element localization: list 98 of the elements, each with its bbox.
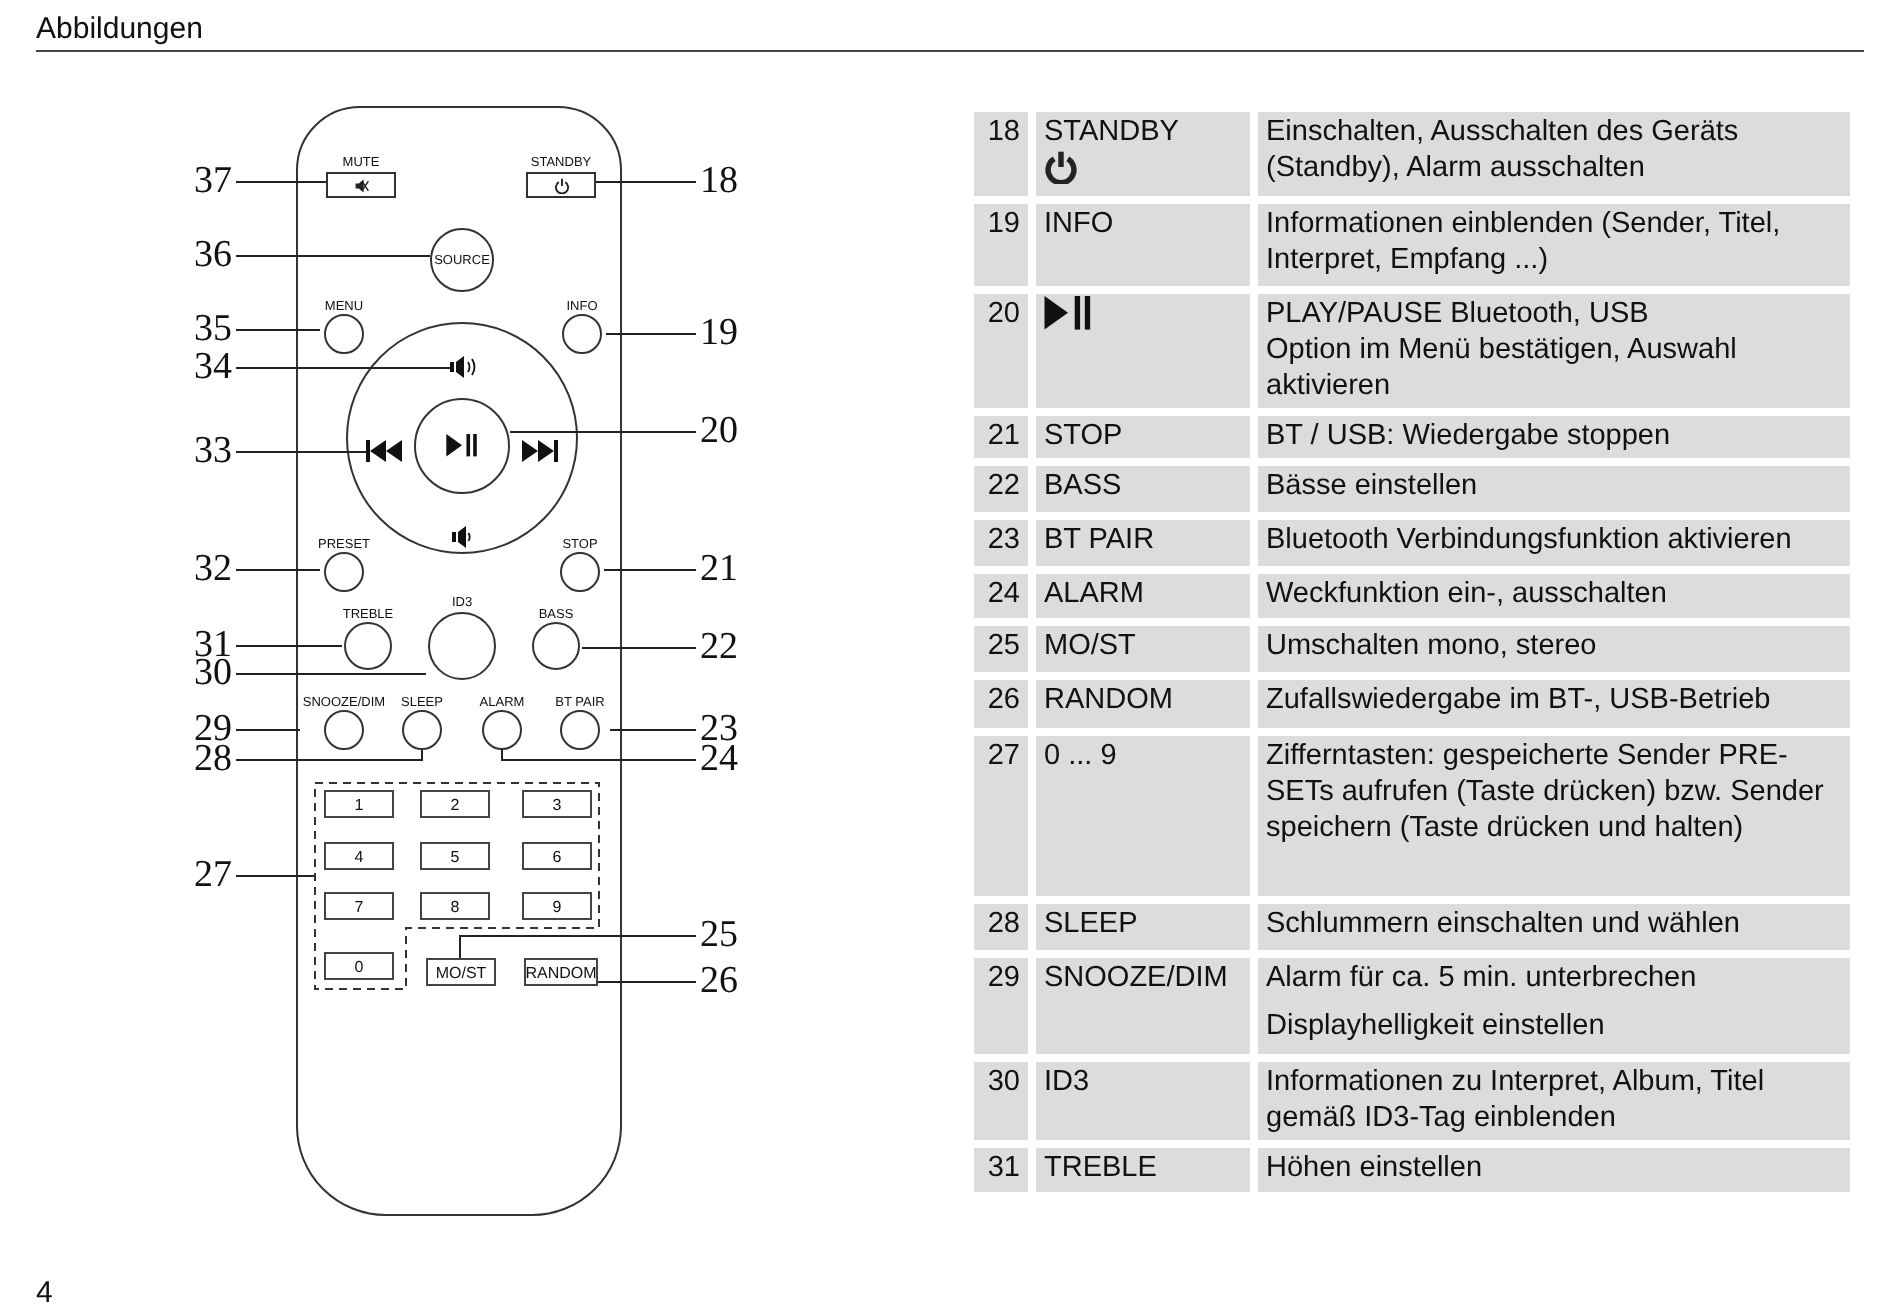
keypad-key: 0 [324,952,394,980]
keypad-key: 1 [324,790,394,818]
callout-number: 37 [176,162,232,202]
cell-text: Höhen einstellen [1266,1150,1483,1186]
cell-text: MO/ST [1044,628,1136,664]
keypad-key: 7 [324,892,394,920]
leader-line [459,935,697,959]
page-number: 4 [36,1276,53,1310]
leader-line [235,367,451,369]
cell-text: Informationen einblenden (Sender, Titel, Interpret, Empfang ...) [1266,206,1783,278]
cell-text: Zufallswiedergabe im BT-, USB-Betrieb [1266,682,1771,718]
callout-number: 30 [176,654,232,694]
cell-text: 24 [987,576,1020,612]
keypad-key: 5 [420,842,490,870]
callout-number: 19 [700,314,756,354]
cell-text: Informationen zu Interpret, Album, Titel gemäß ID3-Tag einblenden [1266,1064,1767,1136]
leader-line [235,875,315,877]
callout-number: 20 [700,412,756,452]
cell-text: 0 ... 9 [1044,738,1117,774]
cell-text: Schlummern einschalten und wählen [1266,906,1740,942]
cell-text: 20 [987,296,1020,332]
cell-text: 27 [987,738,1020,774]
volume-up-icon [450,356,476,378]
cell-text: 26 [987,682,1020,718]
leader-line [235,645,343,647]
callout-number: 18 [700,162,756,202]
callout-number: 36 [176,236,232,276]
leader-line [509,431,697,433]
leader-line [603,569,697,571]
cell-text: BT PAIR [1044,522,1155,558]
keypad-key: 2 [420,790,490,818]
leader-line [501,749,697,761]
cell-text: TREBLE [1044,1150,1157,1186]
callout-number: 21 [700,550,756,590]
page-heading: Abbildungen [36,12,203,46]
cell-text: ID3 [1044,1064,1090,1100]
cell-text: Weckfunktion ein-, ausschalten [1266,576,1667,612]
cell-text: RANDOM [1044,682,1173,718]
play-pause-button [414,398,510,494]
cell-text: Zifferntasten: gespeicherte Sender PRE-SETs aufrufen (Taste drücken) bzw. Sender speichern (Taste drücken und halten) [1266,738,1826,846]
cell-text: STOP [1044,418,1123,454]
leader-line [595,181,697,183]
leader-line [235,749,423,761]
cell-text: 23 [987,522,1020,558]
cell-text: SNOOZE/DIM [1044,960,1228,996]
keypad-key: 8 [420,892,490,920]
callout-number: 28 [176,740,232,780]
cell-text: 22 [987,468,1020,504]
cell-text: Umschalten mono, stereo [1266,628,1597,664]
leader-line [597,981,697,983]
cell-text: 21 [987,418,1020,454]
leader-line [235,255,431,257]
callout-number: 22 [700,628,756,668]
cell-text: BT / USB: Wiedergabe stoppen [1266,418,1671,454]
keypad-key: 9 [522,892,592,920]
callout-number: 32 [176,550,232,590]
cell-text: BASS [1044,468,1122,504]
skip-back-icon [366,440,402,462]
leader-line [235,451,367,453]
cell-text: 19 [987,206,1020,242]
cell-text: 31 [987,1150,1020,1186]
cell-text: 28 [987,906,1020,942]
cell-text: Bluetooth Verbindungsfunktion aktivieren [1266,522,1792,558]
leader-line [581,647,697,649]
keypad-key: 4 [324,842,394,870]
cell-text: ALARM [1044,576,1144,612]
keypad-key: RANDOM [524,958,598,986]
cell-text: INFO [1044,206,1114,242]
keypad-outline [314,782,600,990]
cell-text: STANDBY [1044,114,1179,150]
callout-number: 24 [700,740,756,780]
leader-line [235,181,327,183]
cell-text: 30 [987,1064,1020,1100]
keypad-key: 6 [522,842,592,870]
leader-line [235,729,301,731]
leader-line [609,729,697,731]
leader-line [605,333,697,335]
keypad-key: MO/ST [426,958,496,986]
callout-number: 27 [176,856,232,896]
cell-text: Alarm für ca. 5 min. unterbrechen [1266,960,1697,996]
callout-number: 25 [700,916,756,956]
cell-text: Bässe einstellen [1266,468,1478,504]
cell-text: Displayhelligkeit einstellen [1266,1008,1605,1044]
cell-text: 25 [987,628,1020,664]
cell-text: 18 [987,114,1020,150]
callout-number: 26 [700,962,756,1002]
cell-text: Option im Menü bestätigen, Auswahl aktivieren [1266,332,1739,404]
leader-line [235,569,321,571]
leader-line [235,329,321,331]
cell-text: 29 [987,960,1020,996]
leader-line [235,673,427,675]
callout-number: 34 [176,348,232,388]
callout-number: 35 [176,310,232,350]
callout-number: 33 [176,432,232,472]
cell-text: PLAY/PAUSE Bluetooth, USB [1266,296,1649,332]
cell-text: SLEEP [1044,906,1138,942]
keypad-key: 3 [522,790,592,818]
cell-text: Einschalten, Ausschalten des Geräts (Standby), Alarm ausschalten [1266,114,1741,186]
